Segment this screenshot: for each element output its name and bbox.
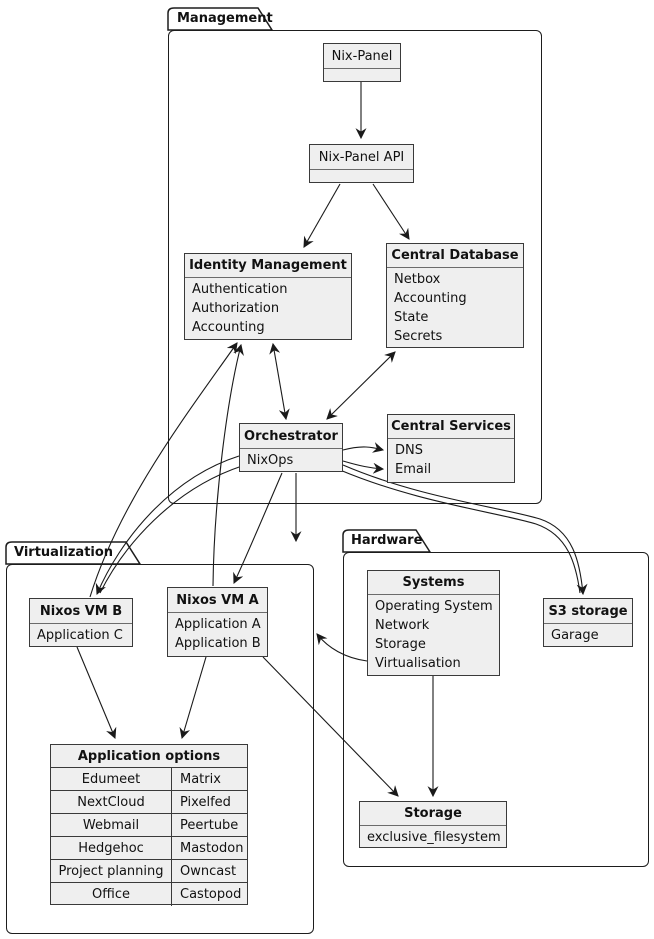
identity-line-authorization: Authorization (192, 301, 280, 316)
nixos-vm-a-body: Application A Application B (168, 613, 267, 653)
central-database-line-netbox: Netbox (394, 272, 441, 287)
central-services-body: DNS Email (388, 439, 514, 479)
component-storage: Storage exclusive_filesystem (359, 801, 507, 848)
app-option-cell: Edumeet (51, 768, 172, 790)
application-options-title: Application options (51, 745, 247, 768)
central-database-body: Netbox Accounting State Secrets (387, 268, 523, 346)
systems-line-virtualisation: Virtualisation (375, 656, 461, 671)
systems-title: Systems (368, 571, 499, 595)
nix-panel-title: Nix-Panel (324, 44, 400, 69)
systems-line-storage: Storage (375, 637, 426, 652)
app-option-cell: Castopod (180, 887, 242, 902)
nix-panel-body (324, 69, 400, 71)
app-option-cell: Project planning (51, 860, 172, 882)
identity-line-authentication: Authentication (192, 282, 288, 297)
table-row: Edumeet Matrix (51, 768, 247, 791)
app-option-cell: Pixelfed (180, 794, 231, 810)
component-application-options: Application options Edumeet Matrix NextC… (50, 744, 248, 906)
table-row: Webmail Peertube (51, 814, 247, 837)
nixos-vm-a-title: Nixos VM A (168, 588, 267, 613)
component-nixos-vm-a: Nixos VM A Application A Application B (167, 587, 268, 657)
component-s3-storage: S3 storage Garage (543, 598, 633, 647)
package-management-title: Management (177, 11, 273, 26)
nix-panel-api-title: Nix-Panel API (310, 145, 413, 170)
table-row: Hedgehoc Mastodon (51, 837, 247, 860)
systems-line-operating-system: Operating System (375, 599, 493, 614)
component-orchestrator: Orchestrator NixOps (239, 423, 343, 472)
app-option-cell: NextCloud (51, 791, 172, 813)
table-row: Office Castopod (51, 883, 247, 906)
orchestrator-body: NixOps (240, 449, 342, 470)
package-virtualization-title: Virtualization (14, 545, 114, 560)
central-database-line-accounting: Accounting (394, 291, 467, 306)
storage-line-exclusive-filesystem: exclusive_filesystem (367, 830, 501, 845)
component-systems: Systems Operating System Network Storage… (367, 570, 500, 676)
component-nix-panel-api: Nix-Panel API (309, 144, 414, 183)
orchestrator-title: Orchestrator (240, 424, 342, 449)
app-option-cell: Office (51, 883, 172, 906)
component-central-services: Central Services DNS Email (387, 414, 515, 483)
app-option-cell: Matrix (180, 771, 221, 787)
component-nix-panel: Nix-Panel (323, 43, 401, 82)
central-services-title: Central Services (388, 415, 514, 439)
vm-a-line-application-b: Application B (175, 636, 261, 651)
central-services-line-dns: DNS (395, 443, 423, 458)
app-option-cell: Owncast (180, 863, 237, 879)
vm-a-line-application-a: Application A (175, 617, 261, 632)
package-hardware-title: Hardware (351, 533, 423, 548)
identity-management-body: Authentication Authorization Accounting (185, 278, 351, 337)
systems-line-network: Network (375, 618, 430, 633)
vm-b-line-application-c: Application C (37, 628, 123, 643)
app-option-cell: Webmail (51, 814, 172, 836)
app-option-cell: Hedgehoc (51, 837, 172, 859)
identity-management-title: Identity Management (185, 254, 351, 278)
app-option-cell: Peertube (180, 817, 239, 833)
identity-line-accounting: Accounting (192, 320, 265, 335)
component-central-database: Central Database Netbox Accounting State… (386, 243, 524, 348)
central-database-line-secrets: Secrets (394, 329, 443, 344)
central-database-title: Central Database (387, 244, 523, 268)
central-database-line-state: State (394, 310, 429, 325)
component-nixos-vm-b: Nixos VM B Application C (29, 598, 133, 647)
nixos-vm-b-title: Nixos VM B (30, 599, 132, 624)
table-row: Project planning Owncast (51, 860, 247, 883)
s3-line-garage: Garage (551, 628, 599, 643)
storage-body: exclusive_filesystem (360, 826, 506, 847)
systems-body: Operating System Network Storage Virtual… (368, 595, 499, 673)
nix-panel-api-body (310, 170, 413, 172)
nixos-vm-b-body: Application C (30, 624, 132, 645)
table-row: NextCloud Pixelfed (51, 791, 247, 814)
central-services-line-email: Email (395, 462, 432, 477)
storage-title: Storage (360, 802, 506, 826)
orchestrator-line-nixops: NixOps (247, 453, 294, 468)
s3-storage-title: S3 storage (544, 599, 632, 624)
s3-storage-body: Garage (544, 624, 632, 645)
app-option-cell: Mastodon (180, 840, 244, 856)
component-identity-management: Identity Management Authentication Autho… (184, 253, 352, 340)
